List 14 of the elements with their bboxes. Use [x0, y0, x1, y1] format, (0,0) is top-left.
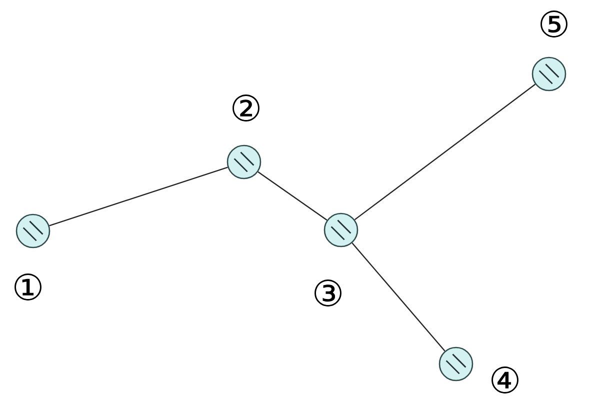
circled-number: ④ — [492, 366, 518, 394]
circled-number: ② — [232, 94, 260, 122]
hatched-circle — [226, 144, 262, 180]
circled-number: ⑤ — [540, 10, 568, 38]
circled-number: ① — [14, 274, 42, 300]
connector-line — [352, 242, 446, 352]
connector-line — [354, 84, 536, 220]
hatched-circle — [324, 212, 358, 248]
hatched-circle — [16, 214, 50, 248]
connector-line — [258, 171, 328, 221]
circled-number: ③ — [314, 280, 342, 306]
hatched-circle — [532, 56, 566, 92]
connector-line — [49, 166, 228, 226]
hatched-circle — [438, 346, 474, 382]
